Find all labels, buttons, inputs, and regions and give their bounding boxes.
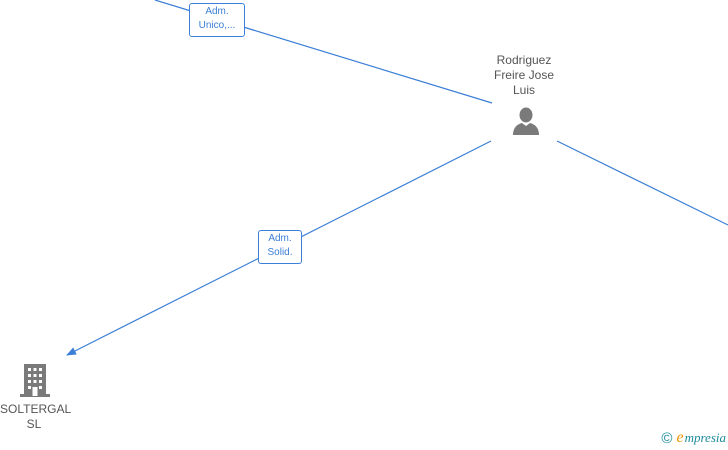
company-name[interactable]: SOLTERGAL SL (0, 402, 72, 432)
edge-right (556, 140, 728, 226)
edge-label-line: Adm. (205, 6, 229, 17)
company-name-line: SL (26, 417, 42, 431)
edge-label-adm-solid[interactable]: Adm. Solid. (258, 230, 302, 264)
empresia-logo: © e mpresia (661, 429, 726, 447)
company-name-line: SOLTERGAL (0, 402, 72, 416)
edge-label-line: Adm. (268, 233, 292, 244)
edge-label-line: Solid. (267, 247, 293, 258)
person-name-line: Freire Jose (493, 68, 555, 82)
building-icon[interactable] (20, 363, 50, 397)
brand-initial: e (676, 429, 684, 446)
person-icon[interactable] (511, 106, 541, 136)
copyright-icon: © (661, 429, 673, 447)
person-name-line: Rodriguez (496, 53, 552, 67)
edge-label-adm-unico[interactable]: Adm. Unico,... (189, 3, 245, 37)
person-name[interactable]: Rodriguez Freire Jose Luis (474, 53, 574, 98)
edge-label-line: Unico,... (198, 20, 236, 31)
brand-name: mpresia (684, 430, 726, 445)
person-name-line: Luis (512, 83, 535, 97)
